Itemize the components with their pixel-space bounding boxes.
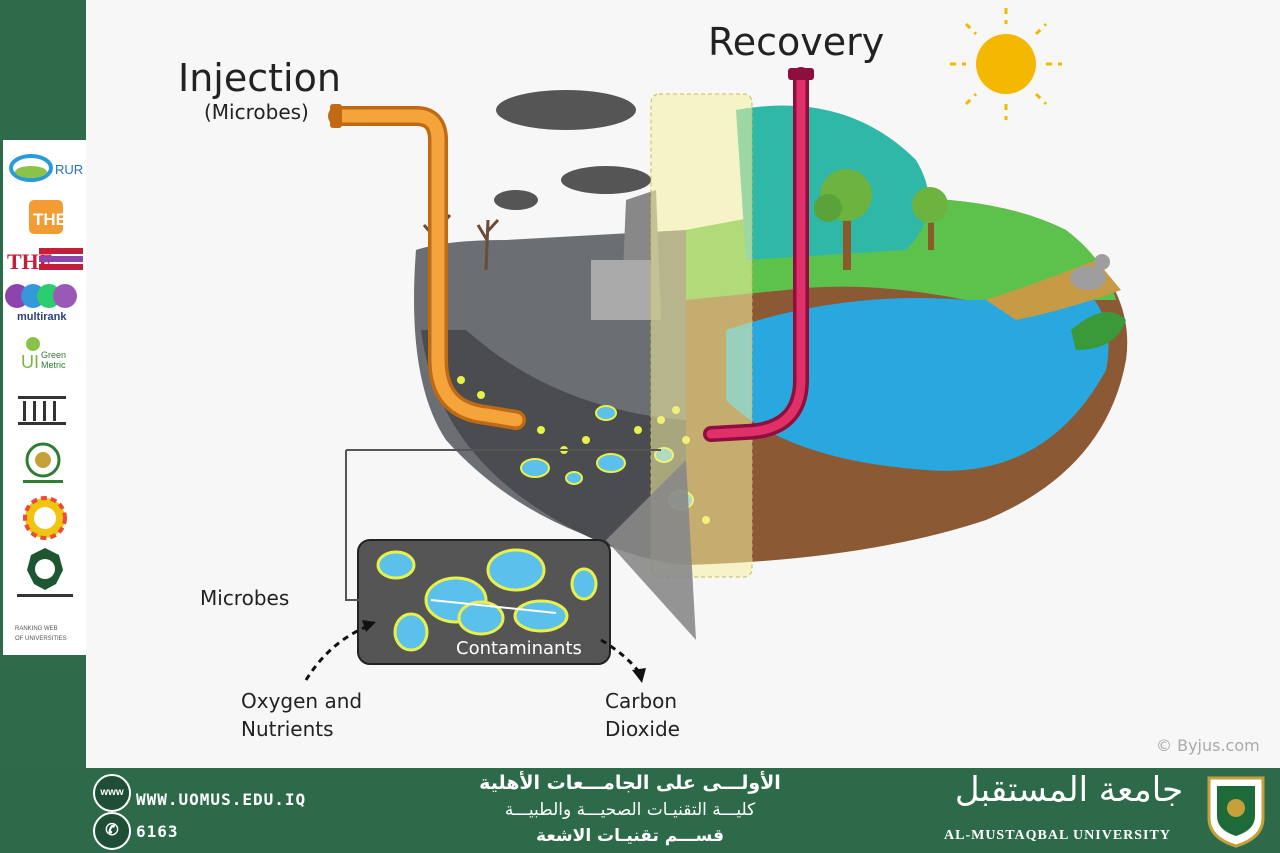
arabic-line2: كليـــة التقنيـات الصحيـــة والطبيـــة — [504, 800, 756, 820]
co2-label-line2: Dioxide — [605, 717, 680, 741]
globe-icon: www — [93, 774, 131, 812]
rur-logo: RUR — [3, 148, 86, 188]
university-english-name: AL-MUSTAQBAL UNIVERSITY — [944, 828, 1171, 843]
svg-text:UI: UI — [21, 352, 39, 372]
university-arabic-name: جامعة المستقبل — [954, 770, 1184, 810]
highlight-band — [650, 93, 753, 578]
the-logo: THE — [3, 198, 86, 236]
diagram-illustration — [304, 8, 1128, 683]
recovery-title: Recovery — [708, 20, 885, 64]
the-impact-logo: THE — [3, 244, 86, 274]
footer-bar: www WWW.UOMUS.EDU.IQ ✆ 6163 الأولـــى عل… — [0, 768, 1280, 853]
svg-text:Green: Green — [41, 350, 66, 360]
arabic-line1: الأولـــى على الجامـــعات الأهلية — [479, 772, 781, 794]
oxygen-label-line2: Nutrients — [241, 717, 334, 741]
arab-ranking-logo — [3, 440, 86, 486]
rur-text: RUR — [55, 162, 83, 177]
contaminants-label: Contaminants — [456, 638, 582, 659]
svg-text:RANKING WEB: RANKING WEB — [15, 626, 58, 632]
svg-text:multirank: multirank — [17, 311, 67, 323]
water-body — [726, 290, 1109, 471]
svg-text:THE: THE — [33, 210, 67, 229]
microbes-label: Microbes — [200, 586, 290, 610]
phone-icon: ✆ — [93, 812, 131, 850]
multirank-logo: multirank — [3, 280, 86, 324]
arabic-line3: قســـم تقنيـات الاشعة — [536, 826, 724, 846]
website-link[interactable]: WWW.UOMUS.EDU.IQ — [136, 790, 307, 809]
bioremediation-diagram: Injection (Microbes) Recovery Microbes C… — [86, 0, 1280, 768]
injection-subtitle: (Microbes) — [204, 100, 309, 124]
injection-title: Injection — [178, 56, 341, 100]
svg-text:OF UNIVERSITIES: OF UNIVERSITIES — [15, 636, 67, 642]
svg-text:Metric: Metric — [41, 360, 66, 370]
institution-columns-logo — [3, 392, 86, 428]
credit-text: © Byjus.com — [1156, 736, 1260, 755]
sdg-gaza-logo — [3, 496, 86, 540]
co2-label-line1: Carbon — [605, 689, 678, 713]
university-shield-logo — [1205, 774, 1267, 848]
arab-engineers-logo — [3, 546, 86, 602]
oxygen-label-line1: Oxygen and — [241, 689, 363, 713]
phone-number: 6163 — [136, 822, 179, 841]
sun-icon — [976, 34, 1036, 94]
webometrics-logo: RANKING WEB OF UNIVERSITIES — [3, 620, 86, 646]
